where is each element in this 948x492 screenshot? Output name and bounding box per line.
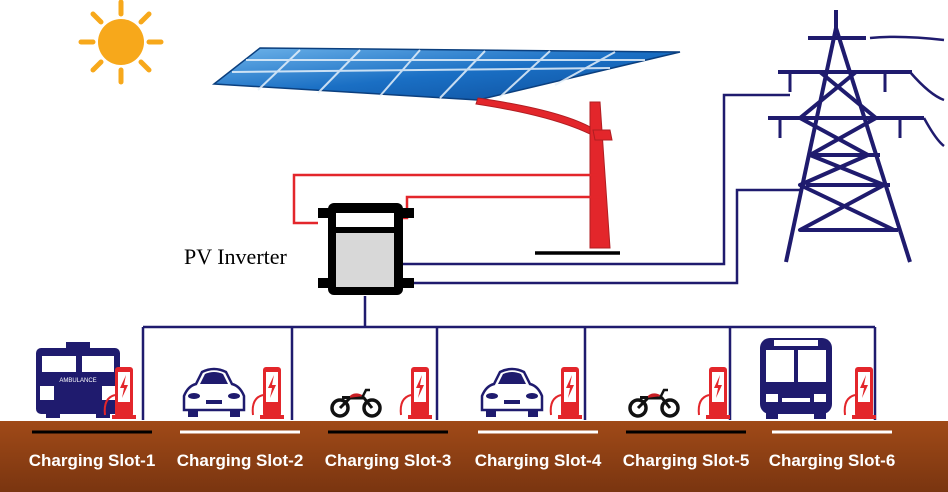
inverter-label: PV Inverter [184, 244, 288, 269]
charging-slot [182, 367, 284, 419]
charger-icon [549, 367, 582, 419]
charger-icon [697, 367, 730, 419]
slot-label-group: Charging Slot-3 [325, 430, 452, 470]
ambulance-icon: AMBULANCE [36, 342, 120, 418]
solar-panel-icon [211, 47, 681, 101]
bus-icon [760, 338, 832, 419]
vehicle-row: AMBULANCE [36, 338, 876, 419]
ambulance-text: AMBULANCE [59, 378, 96, 384]
slot-label: Charging Slot-6 [769, 451, 896, 470]
ac-bus-wiring [141, 93, 877, 420]
slot-label-group: Charging Slot-2 [177, 430, 304, 470]
motorcycle-icon [628, 388, 680, 418]
panel-mount-icon [475, 97, 613, 249]
inverter-icon [318, 203, 414, 295]
charging-slot [760, 338, 876, 419]
slot-label: Charging Slot-3 [325, 451, 452, 470]
charger-icon [103, 367, 136, 419]
slot-label: Charging Slot-2 [177, 451, 304, 470]
slot-label-group: Charging Slot-1 [29, 430, 156, 470]
car-icon [182, 367, 246, 417]
slot-label: Charging Slot-4 [475, 451, 602, 470]
transmission-tower-icon [768, 10, 945, 263]
charger-icon [843, 367, 876, 419]
charging-slot [628, 367, 730, 419]
slot-label: Charging Slot-5 [623, 451, 750, 470]
charger-icon [251, 367, 284, 419]
charging-slot: AMBULANCE [36, 342, 136, 419]
charging-slot [330, 367, 432, 419]
charger-icon [399, 367, 432, 419]
slot-label-group: Charging Slot-5 [623, 430, 750, 470]
slot-label-group: Charging Slot-6 [769, 430, 896, 470]
car-icon [480, 367, 544, 417]
sun-icon [78, 0, 164, 85]
slot-label-group: Charging Slot-4 [475, 430, 602, 470]
charging-slot [480, 367, 582, 419]
motorcycle-icon [330, 388, 382, 418]
slot-label: Charging Slot-1 [29, 451, 156, 470]
slot-label-row: Charging Slot-1 Charging Slot-2 Charging S… [29, 430, 896, 470]
